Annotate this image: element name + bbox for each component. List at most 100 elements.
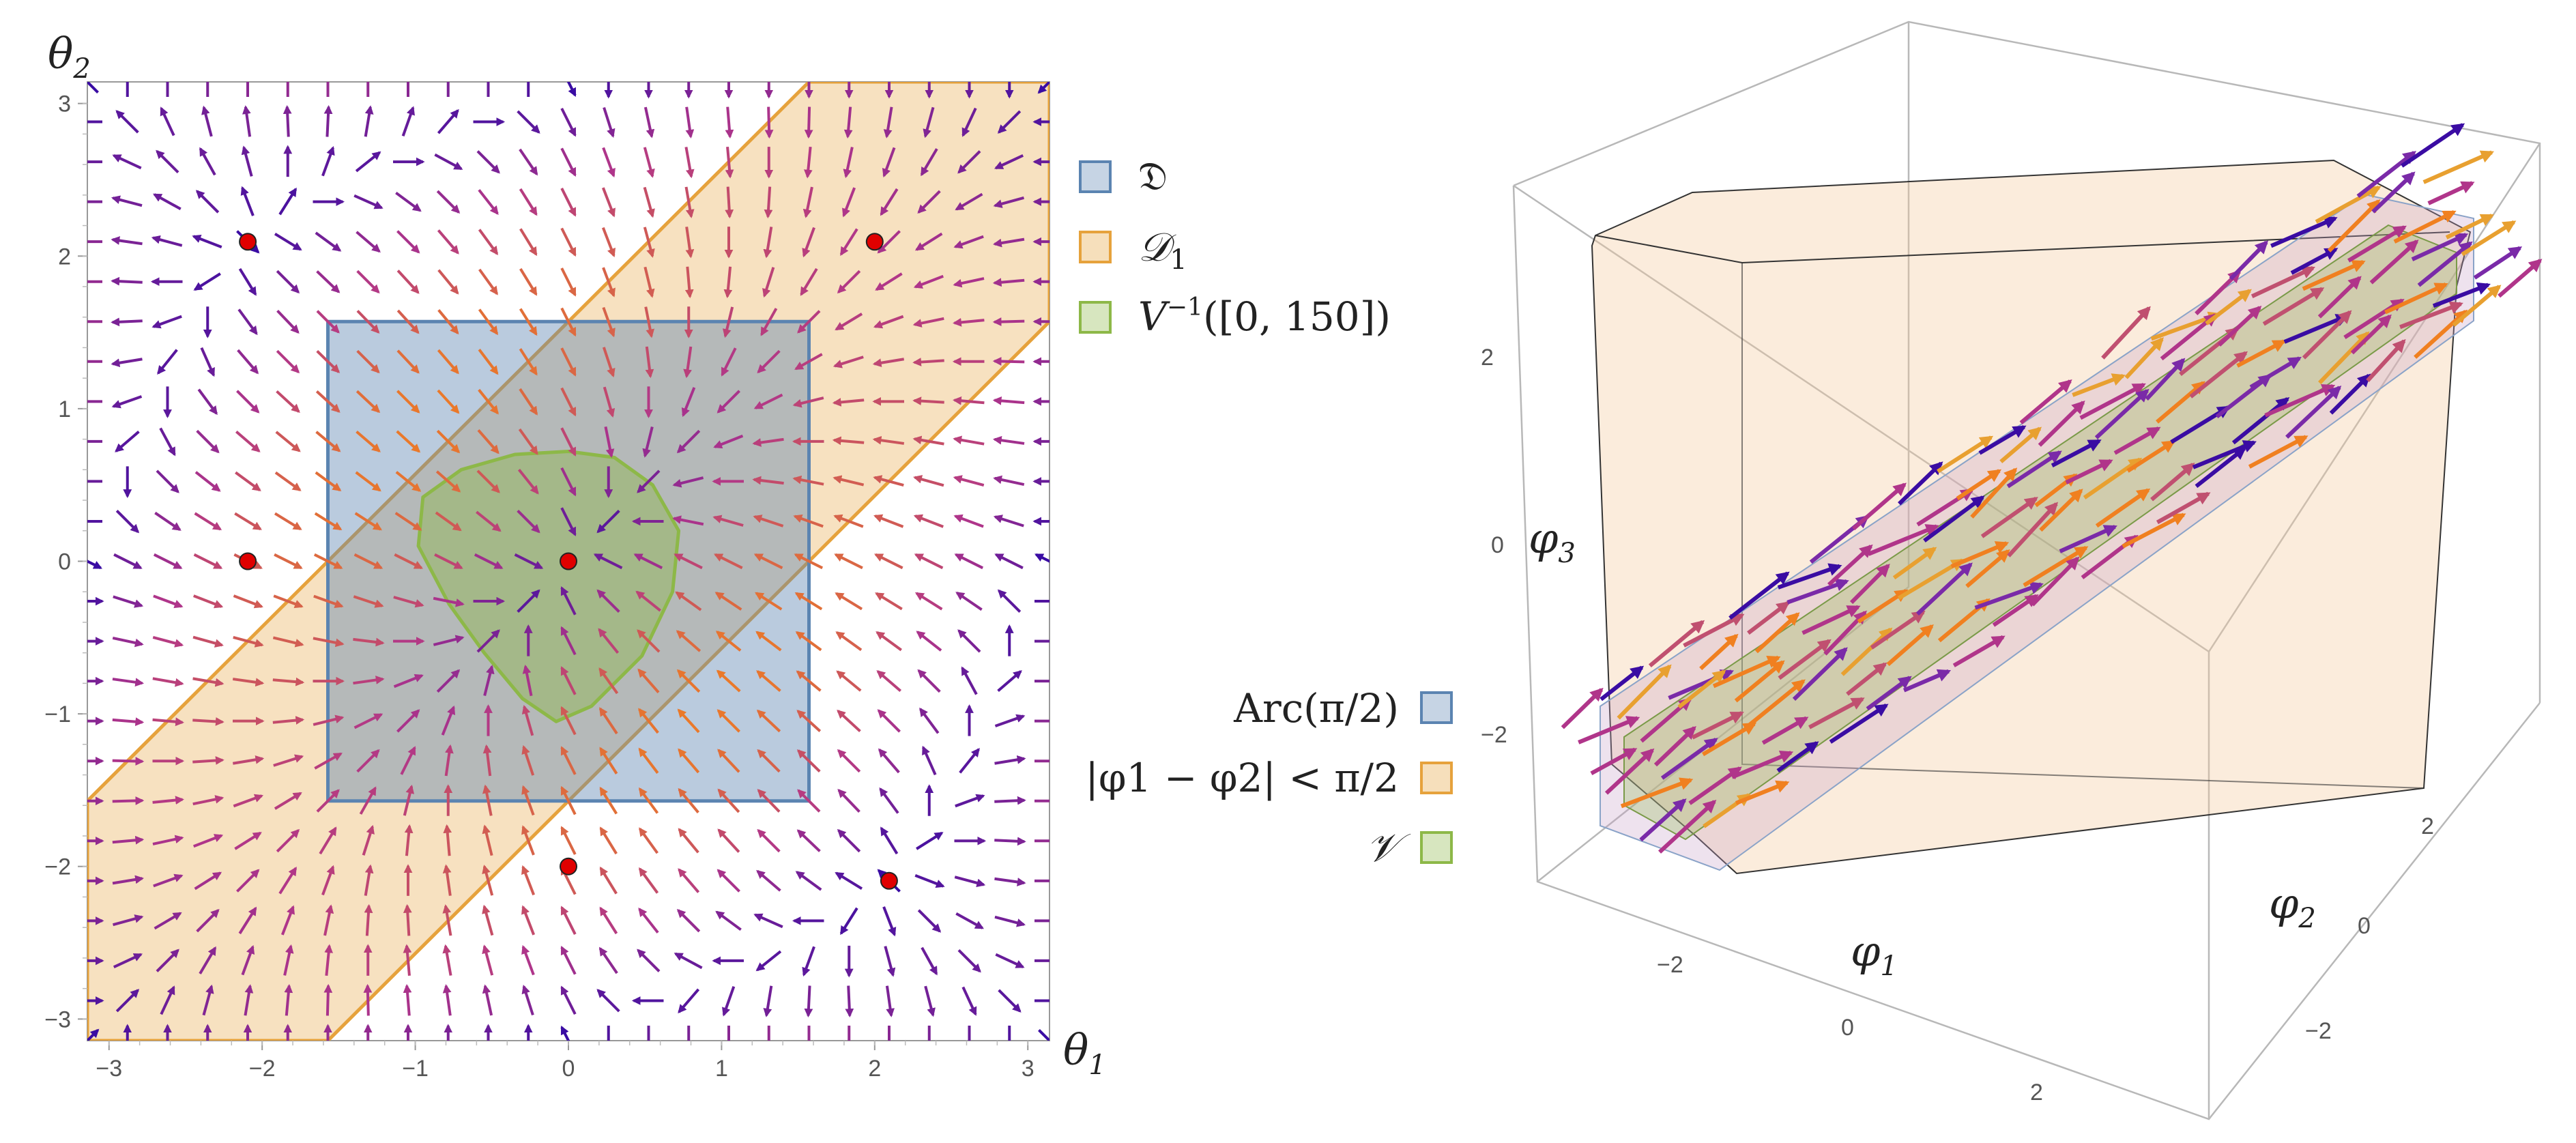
field-arrow-516 [872, 358, 905, 368]
field-arrow-283 [521, 705, 534, 736]
field-arrow-3d-94 [2156, 381, 2205, 424]
field-arrow-28 [112, 914, 144, 927]
field-arrow-429 [757, 828, 781, 853]
field-arrow-425 [763, 985, 773, 1017]
x-tick-0: 0 [1841, 1015, 1854, 1041]
field-arrow-458 [796, 670, 822, 692]
field-arrow-207 [400, 746, 416, 775]
field-arrow-536 [914, 553, 944, 570]
field-arrow-484 [835, 631, 863, 652]
field-arrow-599 [1038, 1029, 1050, 1041]
field-arrow-3d-64 [1956, 469, 2002, 501]
field-arrow-521 [882, 147, 896, 178]
field-arrow-3d-107 [2217, 306, 2262, 347]
field-arrow-238 [435, 511, 462, 532]
field-arrow-3d-138 [2432, 282, 2491, 308]
field-arrow-155 [319, 826, 337, 855]
field-arrow-109 [232, 678, 265, 687]
field-arrow-270 [478, 229, 499, 255]
field-arrow-378 [678, 868, 700, 893]
field-arrow-623 [1037, 82, 1050, 94]
field-arrow-480 [837, 788, 860, 813]
field-arrow-303 [560, 906, 577, 935]
field-arrow-3d-69 [2031, 556, 2080, 607]
field-arrow-512 [873, 514, 904, 528]
field-arrow-323 [566, 82, 577, 97]
field-arrow-205 [404, 824, 414, 856]
field-arrow-514 [872, 435, 905, 445]
field-arrow-3d-115 [2283, 314, 2349, 344]
field-arrow-465 [792, 396, 824, 408]
field-arrow-384 [676, 630, 701, 652]
field-arrow-255 [482, 824, 493, 856]
field-arrow-347 [603, 106, 616, 138]
field-arrow-78 [196, 909, 220, 933]
field-arrow-345 [601, 187, 616, 218]
field-arrow-544 [914, 232, 943, 251]
field-arrow-405 [717, 788, 740, 813]
field-arrow-575 [998, 989, 1022, 1013]
field-arrow-232 [444, 744, 454, 777]
field-arrow-3d-28 [1728, 571, 1790, 620]
field-arrow-84 [192, 677, 225, 687]
field-arrow-3d-88 [2126, 439, 2176, 473]
field-arrow-500 [885, 985, 895, 1017]
field-arrow-164 [315, 471, 342, 492]
field-arrow-479 [837, 828, 861, 853]
field-arrow-3d-104 [2248, 435, 2309, 469]
field-arrow-3d-24 [1734, 660, 1785, 703]
field-arrow-488 [833, 475, 865, 487]
field-arrow-539 [912, 435, 944, 446]
field-arrow-122 [241, 145, 253, 177]
field-arrow-481 [837, 749, 861, 773]
field-arrow-3d-116 [2302, 310, 2352, 360]
field-arrow-343 [602, 267, 616, 298]
field-arrow-156 [316, 789, 340, 813]
field-arrow-327 [599, 906, 618, 935]
field-arrow-236 [433, 596, 465, 607]
field-arrow-409 [715, 631, 742, 652]
field-arrow-332 [598, 707, 618, 735]
field-arrow-72 [156, 149, 179, 174]
field-arrow-281 [521, 785, 535, 816]
field-arrow-577 [994, 915, 1026, 927]
field-arrow-79 [194, 871, 222, 891]
field-arrow-3d-21 [1683, 613, 1745, 648]
field-arrow-243 [437, 309, 459, 335]
field-arrow-213 [394, 512, 422, 531]
field-arrow-180 [362, 824, 375, 856]
field-arrow-3d-92 [2124, 337, 2164, 379]
field-arrow-357 [638, 708, 659, 734]
field-arrow-3d-30 [1754, 612, 1800, 654]
field-arrow-30 [112, 835, 145, 845]
field-arrow-318 [560, 267, 577, 297]
field-arrow-89 [194, 471, 221, 492]
field-arrow-310 [560, 626, 577, 656]
field-arrow-298 [517, 110, 540, 134]
x-tick-label-6: 3 [1022, 1056, 1034, 1082]
legend-3d-swatch-v [1420, 831, 1453, 864]
field-arrow-87 [193, 553, 223, 570]
field-arrow-191 [356, 390, 381, 414]
field-arrow-167 [316, 350, 341, 373]
field-arrow-3d-87 [2113, 426, 2161, 455]
field-arrow-339 [604, 426, 615, 458]
field-arrow-508 [876, 670, 901, 692]
field-arrow-341 [602, 347, 616, 378]
field-arrow-228 [442, 904, 452, 936]
field-arrow-576 [995, 953, 1025, 968]
field-arrow-183 [353, 713, 383, 729]
field-arrow-37 [113, 553, 143, 570]
field-arrow-162 [313, 553, 343, 570]
field-arrow-3d-82 [2095, 488, 2151, 528]
field-arrow-406 [717, 749, 740, 773]
field-arrow-271 [478, 189, 499, 215]
legend-swatch-V [1079, 301, 1112, 334]
field-arrow-38 [115, 509, 140, 534]
field-arrow-493 [837, 270, 861, 294]
field-arrow-121 [240, 186, 255, 216]
arrow-3d-layer [1561, 123, 2543, 854]
field-arrow-3d-126 [2315, 186, 2382, 224]
field-arrow-541 [912, 358, 944, 366]
